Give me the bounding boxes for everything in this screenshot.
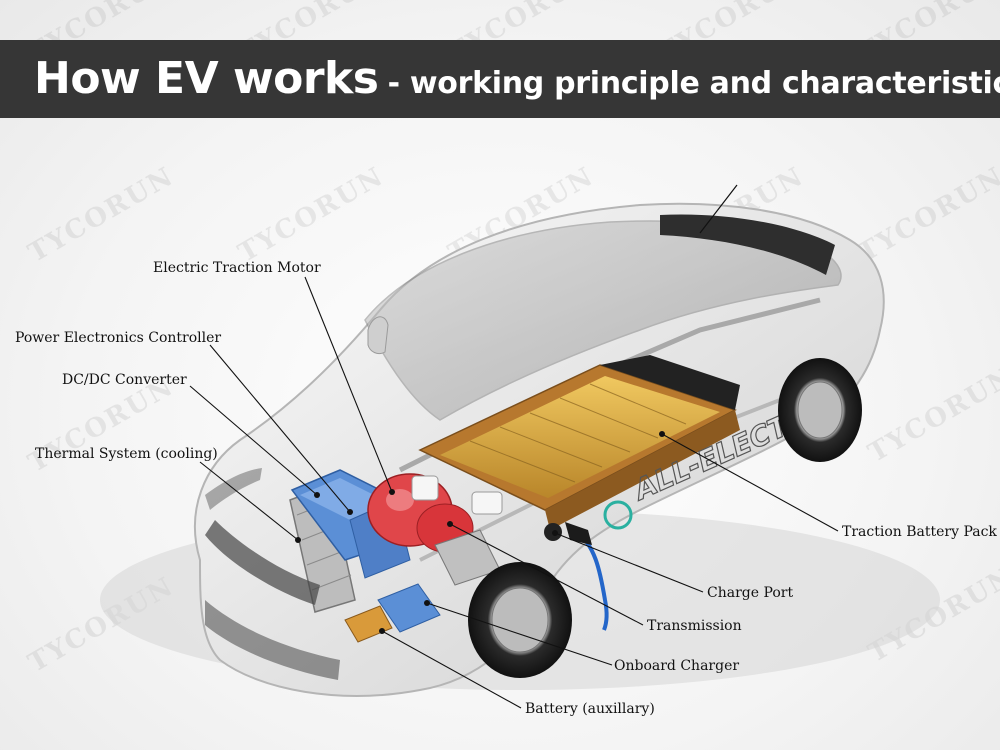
label-thermal-system: Thermal System (cooling)	[35, 446, 218, 462]
page-title: How EV works - working principle and cha…	[34, 51, 1000, 116]
title-main: How EV works	[34, 53, 379, 104]
leader-line-aux-battery	[381, 630, 522, 709]
reservoir-shape	[411, 475, 439, 501]
label-transmission: Transmission	[647, 618, 742, 634]
leader-line-thermal	[199, 461, 299, 541]
label-dcdc-converter: DC/DC Converter	[62, 372, 187, 388]
reservoir-shape	[471, 491, 503, 515]
lower-grille	[205, 600, 340, 680]
label-battery-auxillary: Battery (auxillary)	[525, 701, 655, 717]
label-traction-battery-pack: Traction Battery Pack	[842, 524, 997, 540]
antenna-line	[699, 184, 738, 234]
label-electric-traction-motor: Electric Traction Motor	[153, 260, 321, 276]
sunroof	[660, 214, 835, 275]
leader-line-controller	[209, 344, 351, 513]
front-grille	[205, 520, 320, 605]
leader-line-battery-pack	[661, 433, 839, 532]
leader-lines	[189, 276, 839, 709]
windshield	[364, 220, 842, 421]
side-mirror	[367, 316, 389, 355]
front-wheel-rim	[491, 587, 549, 653]
rear-wheel-rim	[797, 381, 843, 439]
traction-battery-pack-shape	[418, 355, 740, 530]
onboard-charger-shape	[377, 583, 441, 633]
aux-battery-shape	[344, 605, 393, 643]
title-subtitle: - working principle and characteristics	[387, 66, 1000, 101]
leader-line-onboard-charger	[426, 602, 613, 666]
charge-cable-shape	[573, 528, 609, 631]
leader-line-transmission	[449, 523, 644, 626]
leader-line-motor	[304, 276, 393, 493]
leader-dots	[295, 431, 665, 634]
ev-logo-icon	[603, 500, 633, 530]
title-bar	[0, 40, 1000, 118]
leader-line-dcdc	[189, 385, 318, 496]
leader-line-charge-port	[554, 532, 704, 593]
label-onboard-charger: Onboard Charger	[614, 658, 740, 674]
label-charge-port: Charge Port	[707, 585, 794, 601]
label-power-electronics-controller: Power Electronics Controller	[15, 330, 222, 346]
